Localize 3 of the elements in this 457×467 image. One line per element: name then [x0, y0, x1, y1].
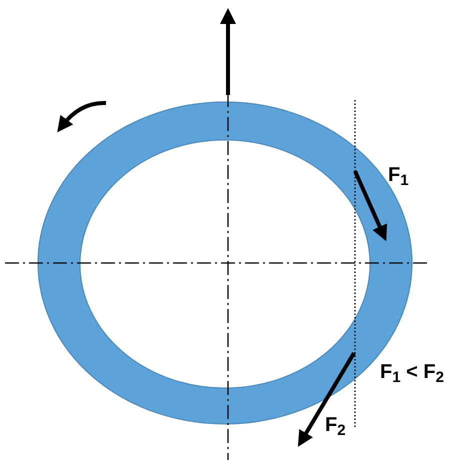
force-label: F$_{1}$ < F$_{2}$: [380, 362, 444, 382]
force-label: F$_{2}$: [325, 415, 346, 435]
force-label: F$_{1}$: [388, 165, 409, 185]
